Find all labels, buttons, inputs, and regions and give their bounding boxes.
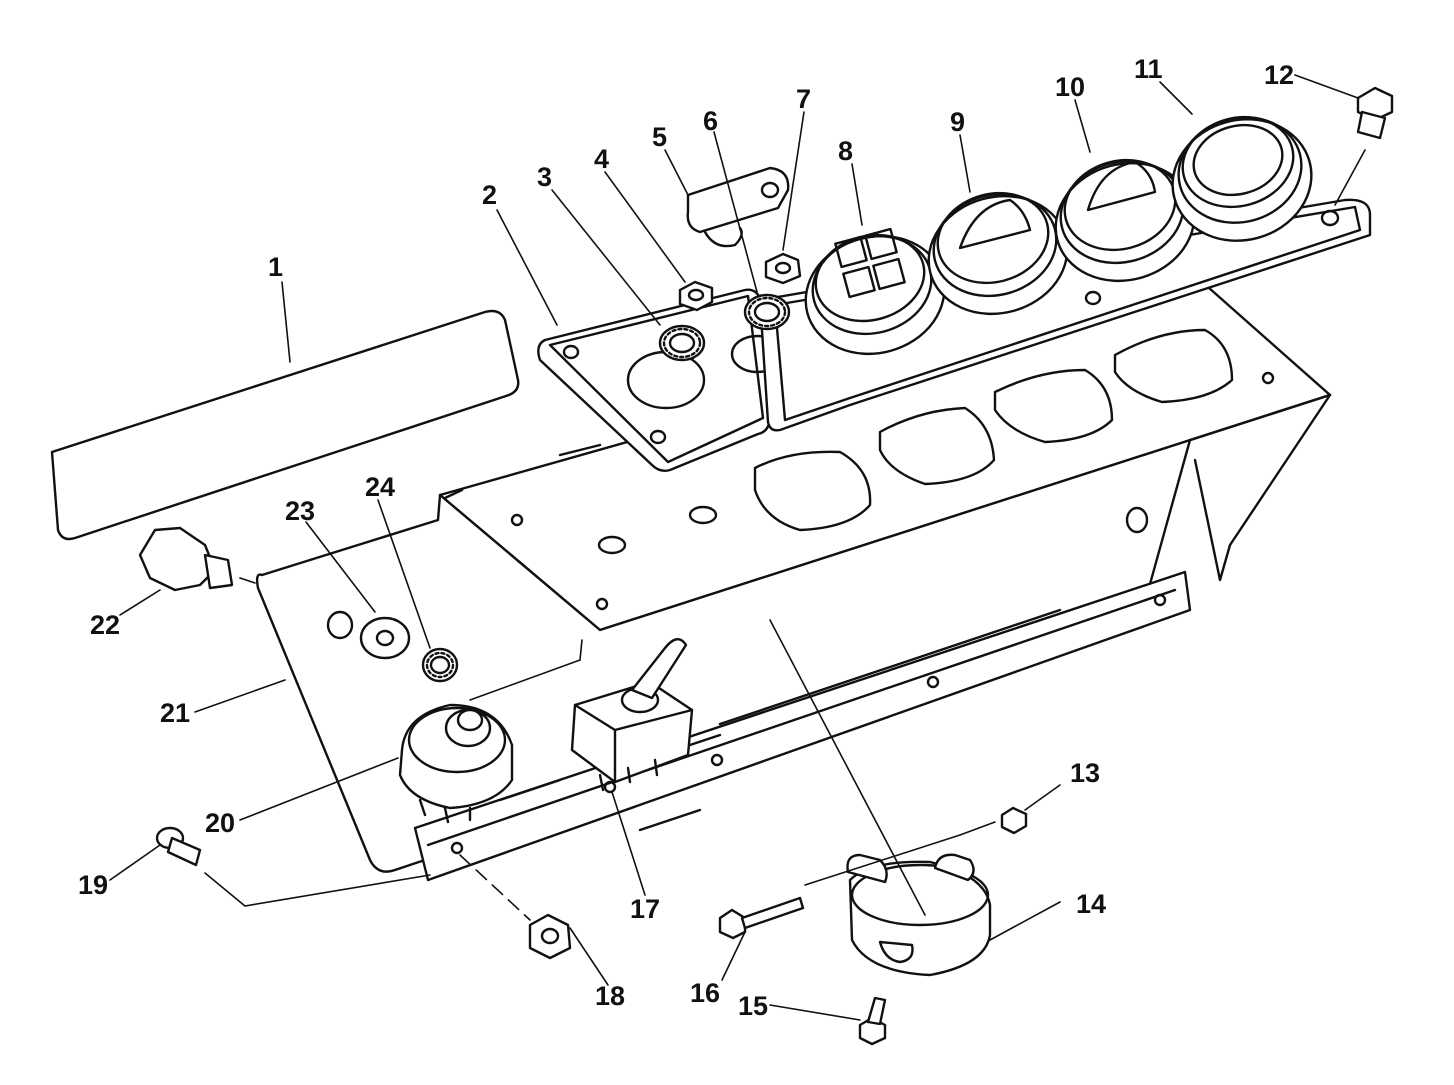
callout-5: 5 bbox=[652, 122, 667, 152]
callout-21: 21 bbox=[160, 698, 190, 728]
part-20-rotary-switch bbox=[398, 703, 514, 824]
callout-10: 10 bbox=[1055, 72, 1085, 102]
callout-14: 14 bbox=[1076, 889, 1106, 919]
part-3-lockwasher bbox=[658, 324, 706, 362]
callout-6: 6 bbox=[703, 106, 718, 136]
part-12-bolt bbox=[1334, 86, 1394, 206]
callout-24: 24 bbox=[365, 472, 395, 502]
callout-18: 18 bbox=[595, 981, 625, 1011]
part-18-nut bbox=[459, 854, 572, 960]
part-23-washer bbox=[359, 616, 411, 660]
part-16-long-bolt bbox=[718, 896, 805, 940]
part-9-gauge bbox=[927, 191, 1069, 316]
callout-numbers: 1 2 3 4 5 6 7 8 9 10 11 12 13 14 15 16 1… bbox=[78, 54, 1294, 1021]
part-22-knob bbox=[138, 526, 256, 592]
callout-7: 7 bbox=[796, 84, 811, 114]
callout-1: 1 bbox=[268, 252, 283, 282]
callout-13: 13 bbox=[1070, 758, 1100, 788]
callout-9: 9 bbox=[950, 107, 965, 137]
part-17-toggle-switch bbox=[570, 638, 694, 794]
callout-11: 11 bbox=[1134, 54, 1163, 84]
callout-3: 3 bbox=[537, 162, 552, 192]
callout-leaders bbox=[109, 74, 1359, 1021]
part-5-ignition-key bbox=[686, 166, 790, 248]
part-8-indicator-cluster bbox=[804, 227, 946, 356]
callout-4: 4 bbox=[594, 144, 609, 174]
callout-17: 17 bbox=[630, 894, 660, 924]
part-13-nut bbox=[959, 806, 1028, 836]
part-1-decal bbox=[50, 309, 520, 541]
callout-2: 2 bbox=[482, 180, 497, 210]
part-4-nut bbox=[678, 280, 714, 312]
callout-19: 19 bbox=[78, 870, 108, 900]
part-15-screw bbox=[858, 996, 887, 1046]
part-7-nut bbox=[764, 252, 802, 285]
part-21-console-housing bbox=[255, 278, 1332, 882]
part-24-lockwasher bbox=[421, 647, 459, 683]
callout-22: 22 bbox=[90, 610, 120, 640]
callout-23: 23 bbox=[285, 496, 315, 526]
callout-8: 8 bbox=[838, 136, 853, 166]
callout-12: 12 bbox=[1264, 60, 1294, 90]
part-19-screw bbox=[155, 826, 431, 907]
part-11-gauge bbox=[1171, 115, 1313, 242]
callout-20: 20 bbox=[205, 808, 235, 838]
callout-16: 16 bbox=[690, 978, 720, 1008]
part-6-lockwasher bbox=[743, 293, 791, 331]
part-14-clamp bbox=[769, 619, 992, 977]
callout-15: 15 bbox=[738, 991, 768, 1021]
